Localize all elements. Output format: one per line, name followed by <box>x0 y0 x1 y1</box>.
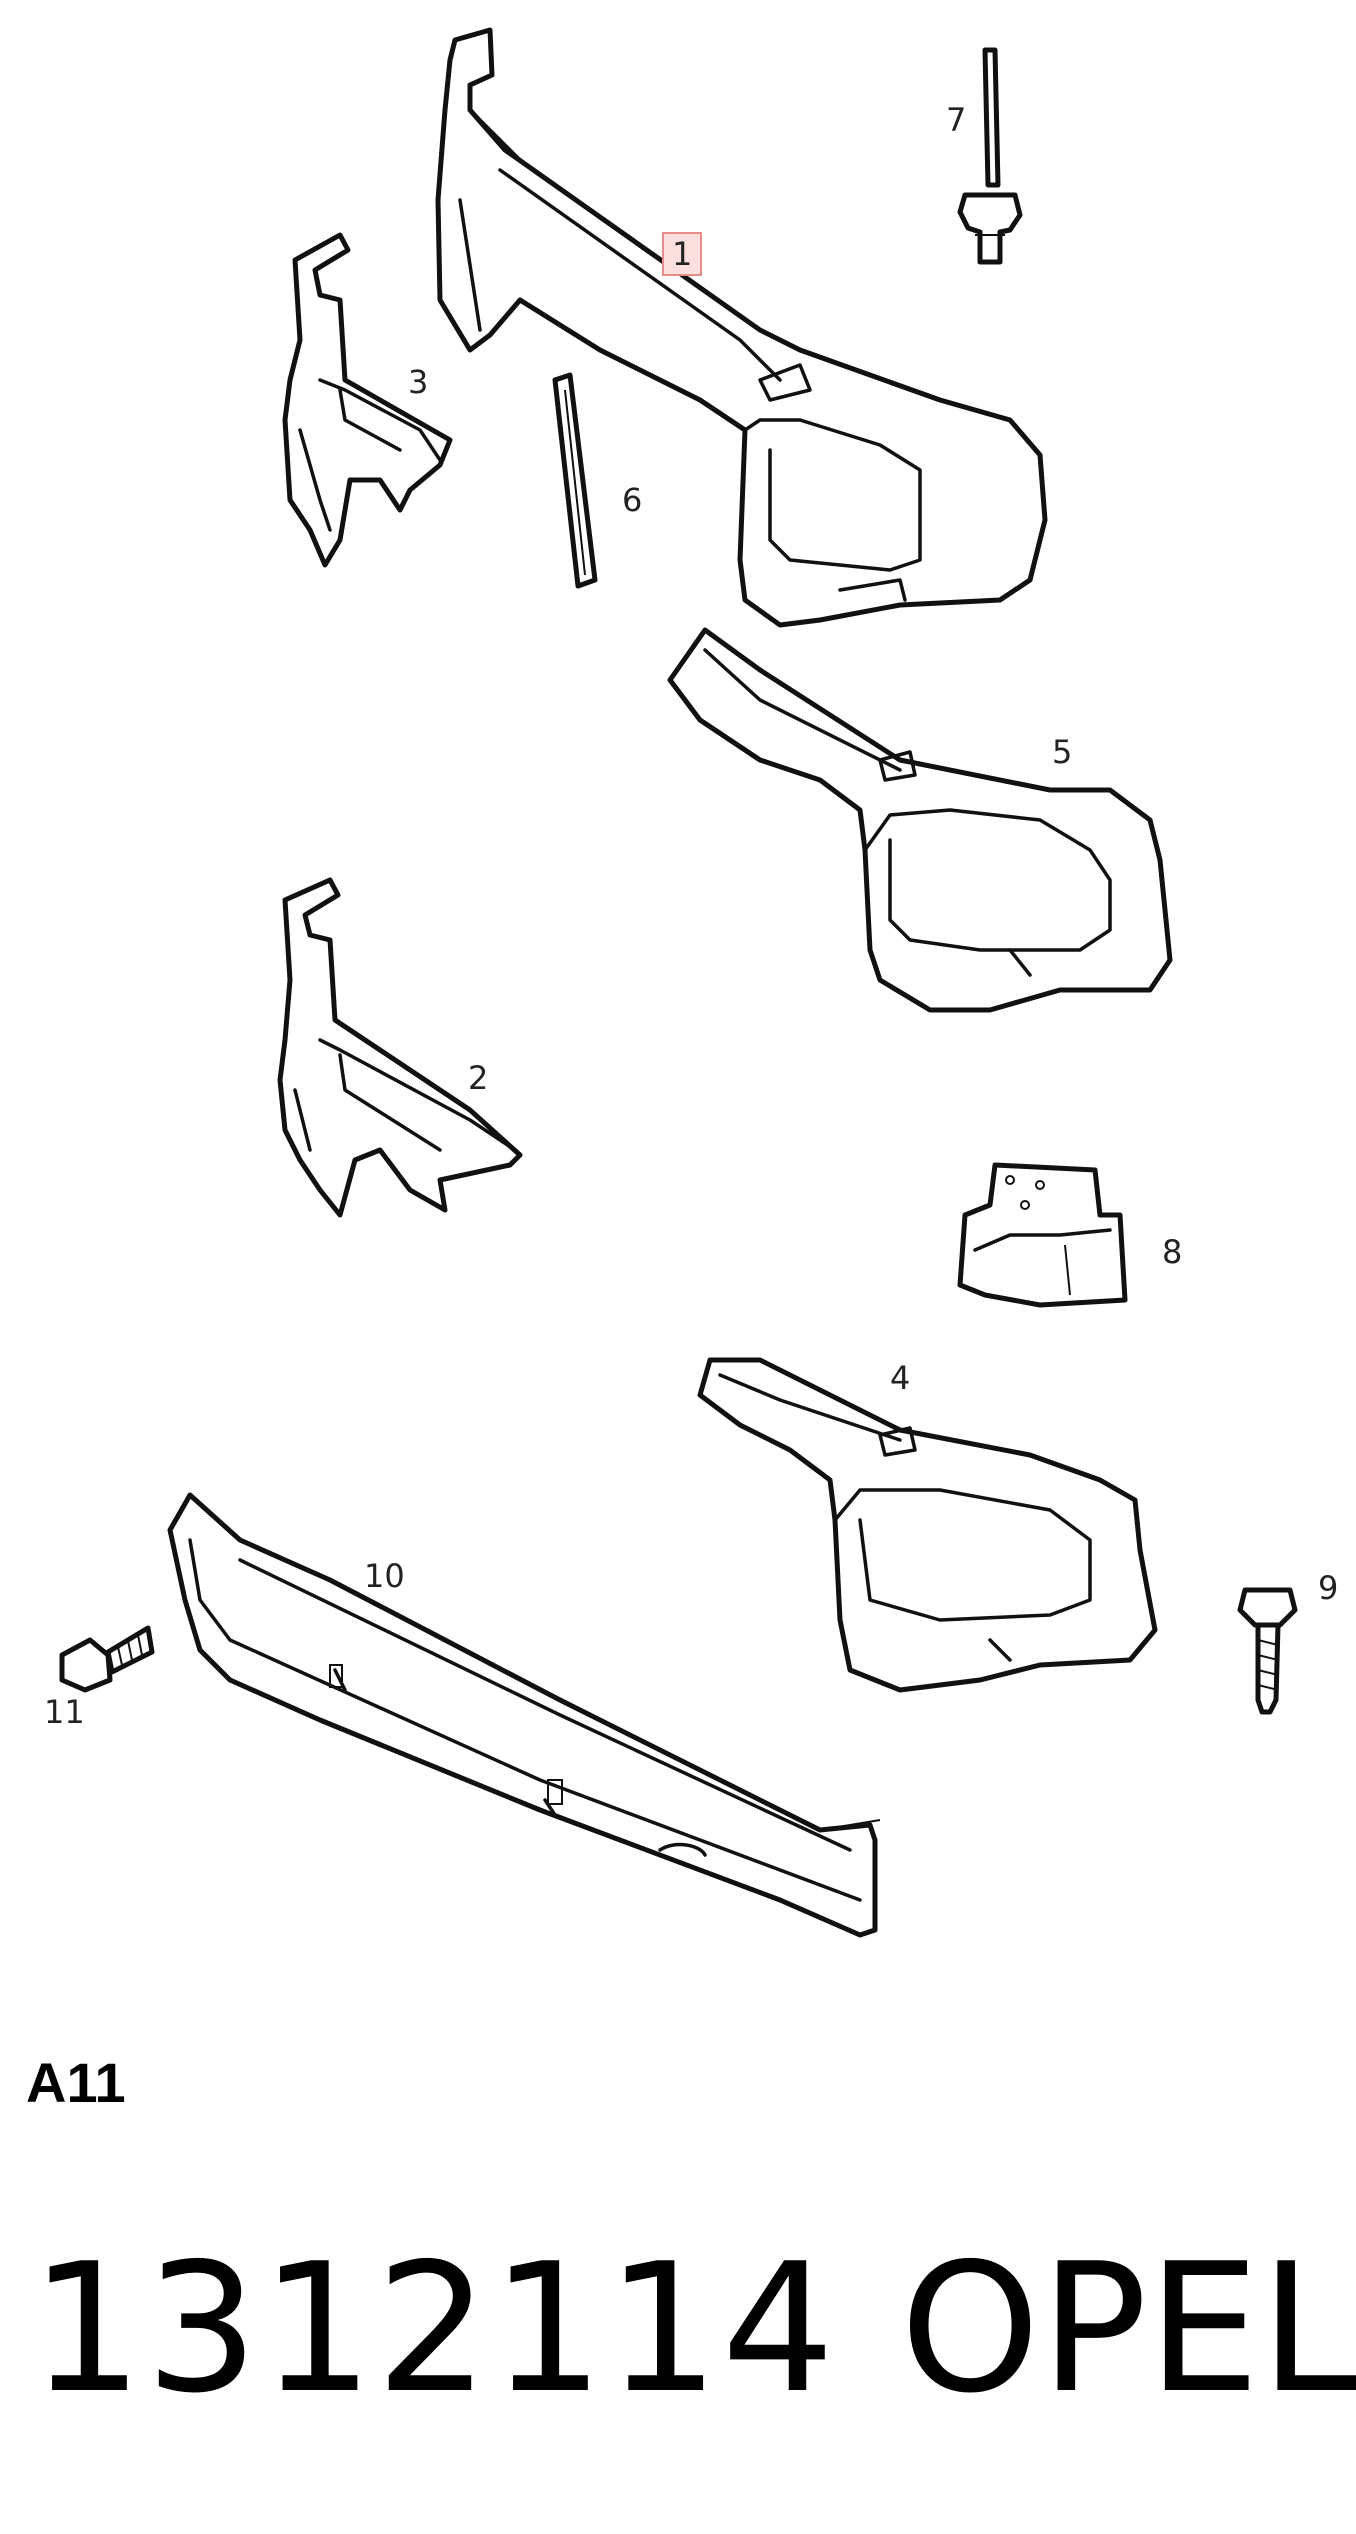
callout-2[interactable]: 2 <box>468 1059 489 1097</box>
part-4-headlamp-support-left <box>697 1357 1158 1693</box>
part-5-headlamp-support-right <box>667 627 1173 1013</box>
part-2-bracket <box>277 877 523 1218</box>
part-8-reinforcement <box>957 1162 1128 1308</box>
part-10-bumper-beam <box>167 1492 881 1938</box>
part-9-bolt <box>1237 1587 1298 1715</box>
part-7-rivet <box>957 47 1023 265</box>
part-number: 1312114 <box>30 2225 837 2432</box>
callout-11[interactable]: 11 <box>44 1693 85 1731</box>
callout-6[interactable]: 6 <box>622 481 643 519</box>
part-11-bolt <box>59 1625 155 1693</box>
callout-10[interactable]: 10 <box>364 1557 405 1595</box>
callout-4[interactable]: 4 <box>890 1359 911 1397</box>
exploded-parts-drawing <box>59 27 1298 1938</box>
part-6-strip <box>552 372 598 589</box>
brand-name: OPEL <box>900 2225 1356 2432</box>
callout-8[interactable]: 8 <box>1162 1233 1183 1271</box>
callout-1[interactable]: 1 <box>662 232 703 276</box>
section-code: A11 <box>26 2051 126 2114</box>
callout-7[interactable]: 7 <box>946 101 967 139</box>
callout-9[interactable]: 9 <box>1318 1569 1339 1607</box>
callout-3[interactable]: 3 <box>408 363 429 401</box>
callout-5[interactable]: 5 <box>1052 733 1073 771</box>
part-3-bracket <box>282 232 453 568</box>
